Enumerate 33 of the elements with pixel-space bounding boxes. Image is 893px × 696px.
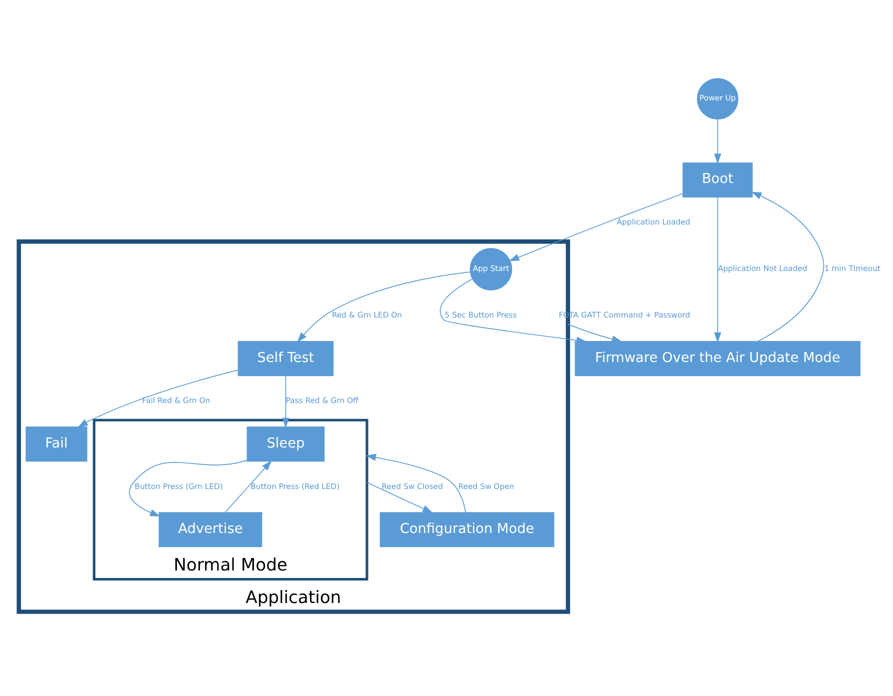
arrow <box>366 482 433 512</box>
node-box: Boot <box>682 162 753 197</box>
arrow <box>714 118 722 164</box>
arrow <box>366 453 466 512</box>
edge-label: Pass Red & Grn Off <box>286 396 358 405</box>
edge-label: 5 Sec Button Press <box>444 310 517 320</box>
edge-label: Fail Red & Grn On <box>142 396 210 405</box>
arrow <box>568 323 622 342</box>
node-box: Sleep <box>246 426 325 462</box>
node-box: Fail <box>26 426 88 462</box>
edge-label: Button Press (Grn LED) <box>134 481 223 490</box>
arrow <box>751 191 824 342</box>
node-box: Advertise <box>158 512 262 547</box>
arrow <box>508 192 684 261</box>
arrow <box>129 459 248 516</box>
node-circle: Power Up <box>696 78 738 120</box>
arrow <box>714 196 722 342</box>
arrow <box>224 460 272 512</box>
edge-label: Button Press (Red LED) <box>250 481 340 490</box>
node-circle: App Start <box>470 248 512 290</box>
arrow <box>440 278 587 344</box>
arrow <box>297 271 471 342</box>
edge-label: Reed Sw Closed <box>382 481 443 490</box>
node-box: Self Test <box>238 340 334 376</box>
edge-label: Application Loaded <box>616 217 690 226</box>
arrow <box>78 369 239 428</box>
node-box: Firmware Over the Air Update Mode <box>574 340 860 376</box>
edge-label: Reed Sw Open <box>458 481 514 490</box>
edge-label: Red & Grn LED On <box>332 310 402 320</box>
arrow <box>282 375 290 428</box>
edge-label: Application Not Loaded <box>718 264 808 273</box>
node-box: Configuration Mode <box>380 512 554 547</box>
edge-label: 1 min TImeout <box>824 264 880 273</box>
